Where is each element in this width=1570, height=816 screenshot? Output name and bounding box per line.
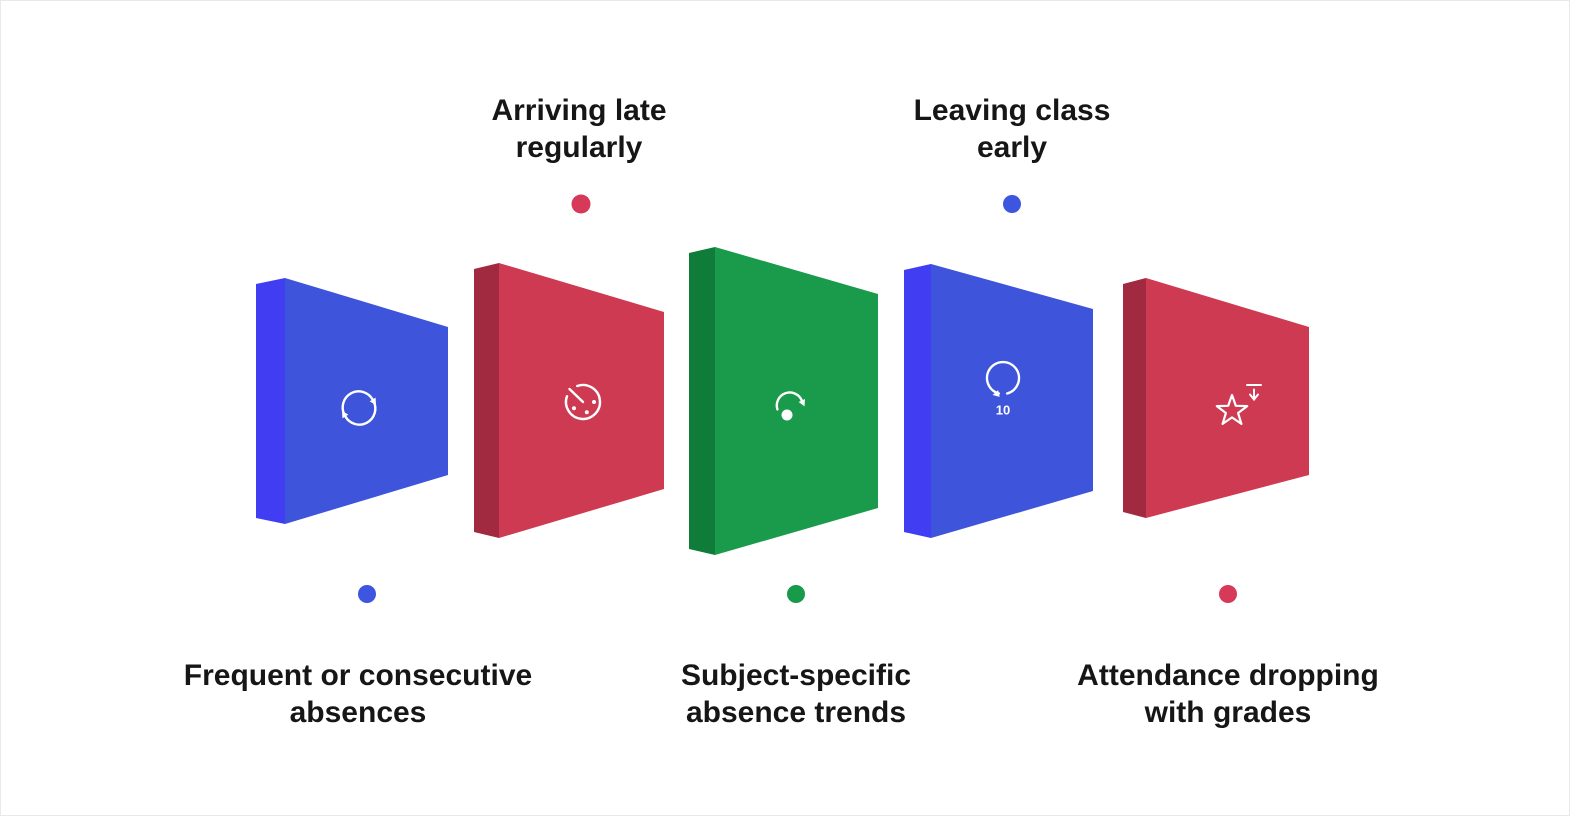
label-arriving-late: Arriving late regularly — [349, 92, 809, 166]
label-attendance-dropping: Attendance dropping with grades — [998, 657, 1458, 731]
panel-side-face — [1123, 278, 1146, 518]
replay-10-icon: 10 — [985, 360, 1021, 418]
label-line: early — [976, 131, 1048, 164]
label-line: Attendance dropping — [1077, 659, 1379, 692]
label-subject-specific: Subject-specific absence trends — [566, 657, 1026, 731]
panel-arriving-late — [474, 263, 664, 538]
dot-below-panel-3 — [787, 585, 805, 603]
star-drop-icon — [1215, 384, 1262, 425]
panel-subject-specific — [689, 247, 878, 555]
label-line: absences — [289, 696, 427, 729]
label-line: Frequent or consecutive — [183, 659, 533, 692]
timer-icon — [564, 383, 602, 421]
panel-front-face — [715, 247, 878, 555]
sync-icon — [341, 390, 377, 426]
panel-leaving-early: 10 — [904, 264, 1093, 538]
label-line: with grades — [1144, 696, 1312, 729]
panel-front-face — [285, 278, 448, 524]
label-line: regularly — [515, 131, 643, 164]
label-frequent-absences: Frequent or consecutive absences — [128, 657, 588, 731]
redo-dot-icon — [775, 391, 805, 421]
panel-front-face — [931, 264, 1093, 538]
panel-side-face — [904, 264, 931, 538]
panel-attendance-dropping — [1123, 278, 1309, 518]
panel-frequent-absences — [256, 278, 448, 524]
label-line: Subject-specific — [680, 659, 912, 692]
panel-front-face — [1146, 278, 1309, 518]
dot-below-panel-1 — [358, 585, 376, 603]
label-line: Leaving class — [913, 94, 1111, 127]
dot-below-panel-5 — [1219, 585, 1237, 603]
replay-minutes-text: 10 — [996, 403, 1010, 418]
label-line: absence trends — [685, 696, 907, 729]
panel-side-face — [474, 263, 499, 538]
panel-side-face — [256, 278, 285, 524]
dot-above-panel-2 — [571, 194, 591, 214]
label-line: Arriving late — [491, 94, 667, 127]
dot-above-panel-4 — [1003, 195, 1021, 213]
panel-side-face — [689, 247, 715, 555]
label-leaving-early: Leaving class early — [782, 92, 1242, 166]
